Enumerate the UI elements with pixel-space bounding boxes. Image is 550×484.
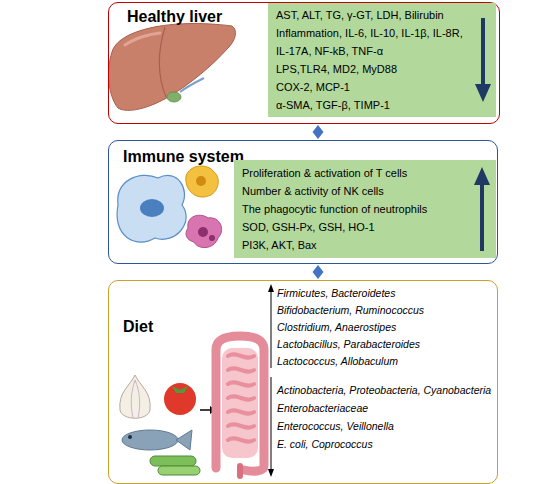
system-panel: Immune system Proliferation & activation… [108,140,498,264]
food-illustration [120,375,216,475]
arrow-head [313,272,324,279]
immune-cells-illustration [117,166,222,248]
food-illustration [158,466,200,475]
marker-text: The phagocytic function of neutrophils [242,200,468,218]
decrease-arrow [474,18,492,102]
taxon-text: E. coli, Coprococcus [277,435,491,453]
increase-decrease-arrows [271,291,272,368]
liver-illustration [167,92,181,102]
arrow-head [313,265,324,272]
marker-text: PI3K, AKT, Bax [242,236,468,254]
increase-decrease-arrows [268,284,274,292]
panel-title: Diet [123,317,153,336]
marker-box: Proliferation & activation of T cellsNum… [234,160,496,258]
taxon-text: Bifidobacterium, Ruminococcus [277,302,424,319]
immune-cells-illustration [198,227,208,237]
taxon-text: Lactococcus, Allobaculum [277,353,424,370]
taxon-text: Lactobacillus, Parabacteroides [277,336,424,353]
taxa-list: Firmicutes, BacteroidetesBifidobacterium… [277,285,424,370]
organ-panel: Healthy liver AST, ALT, TG, γ-GT, LDH, B… [108,2,500,124]
panel-title: Immune system [123,147,244,166]
marker-text: Number & activity of NK cells [242,182,468,200]
immune-cells-illustration [117,175,186,242]
increase-decrease-arrows [268,469,274,477]
food-illustration [200,409,210,411]
double-arrow [313,265,324,279]
arrow-head [313,125,324,132]
intestine-illustration [216,336,264,471]
food-illustration [122,430,178,450]
food-illustration [150,456,196,466]
liver-illustration [180,78,204,92]
immune-cells-illustration [186,166,218,197]
immune-cells-illustration [140,199,164,217]
marker-text: α-SMA, TGF-β, TIMP-1 [276,96,472,114]
diet-panel: Firmicutes, BacteroidetesBifidobacterium… [108,280,498,484]
food-illustration [131,380,139,418]
marker-text: AST, ALT, TG, γ-GT, LDH, Bilirubin [276,6,472,24]
intestine-illustration [237,466,243,476]
food-illustration [128,435,132,439]
double-arrow [313,125,324,139]
taxon-text: Actinobacteria, Proteobacteria, Cyanobac… [277,381,491,399]
taxon-text: Firmicutes, Bacteroidetes [277,285,424,302]
intestine-illustration [216,336,264,476]
immune-cells-illustration [209,235,215,241]
liver-illustration [109,24,236,111]
food-illustration [164,383,196,415]
liver-illustration [125,33,160,45]
increase-decrease-arrows [271,377,272,470]
liver-illustration [109,24,236,111]
food-illustration [120,375,150,418]
marker-text: LPS,TLR4, MD2, MyD88 [276,60,472,78]
decrease-arrow [475,18,491,102]
liver-illustration [160,27,167,97]
food-illustration [176,430,192,450]
immune-cells-illustration [186,215,222,247]
intestine-illustration [222,348,258,458]
increase-arrow [474,167,490,251]
arrow-head [313,132,324,139]
food-illustration [172,386,188,393]
taxon-text: Clostridium, Anaerostipes [277,319,424,336]
taxon-text: Enterococcus, Veillonella [277,417,491,435]
panel-title: Healthy liver [127,7,222,26]
taxa-list: Actinobacteria, Proteobacteria, Cyanobac… [277,381,491,453]
taxon-text: Enterobacteriaceae [277,399,491,417]
marker-text: COX-2, MCP-1 [276,78,472,96]
increase-arrow [473,167,491,251]
marker-box: AST, ALT, TG, γ-GT, LDH, BilirubinInflam… [268,3,496,117]
increase-decrease-arrows [268,284,274,477]
marker-text: SOD, GSH-Px, GSH, HO-1 [242,218,468,236]
intestine-illustration [228,354,254,441]
marker-text: Inflammation, IL-6, IL-10, IL-1β, IL-8R,… [276,24,472,60]
immune-cells-illustration [196,176,206,186]
marker-text: Proliferation & activation of T cells [242,164,468,182]
